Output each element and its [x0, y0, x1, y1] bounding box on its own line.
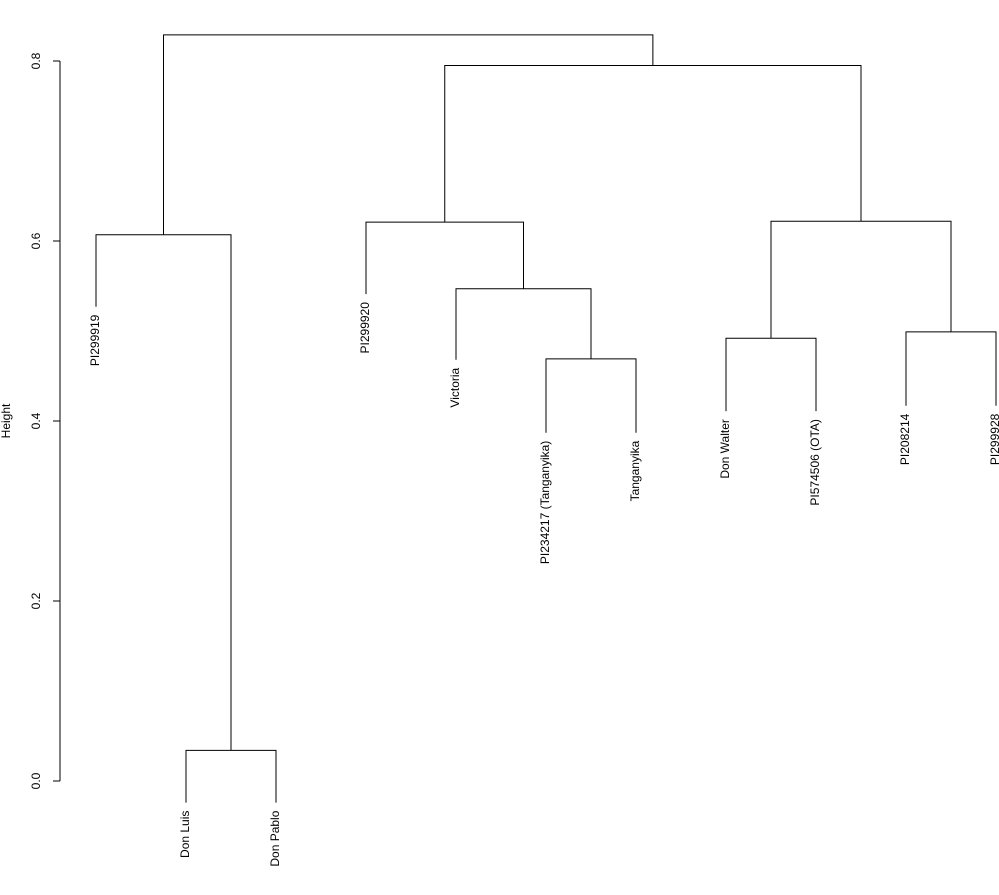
y-axis: 0.0 0.2 0.4 0.6 0.8 — [29, 52, 61, 789]
dendrogram-merge-0 — [185, 749, 277, 803]
leaf-label: Don Walter — [718, 419, 732, 479]
leaf-label: Tanganyika — [628, 440, 642, 501]
leaf-label: Don Pablo — [268, 810, 282, 866]
dendrogram-merge-8 — [444, 65, 862, 223]
leaf-label: PI299920 — [358, 302, 372, 354]
y-tick-label: 0.6 — [29, 232, 43, 249]
y-tick-label: 0.4 — [29, 412, 43, 429]
y-tick-label: 0.8 — [29, 52, 43, 69]
y-ticks: 0.0 0.2 0.4 0.6 0.8 — [29, 52, 60, 789]
dendrogram-merge-5 — [95, 234, 232, 751]
leaf-label: Victoria — [448, 367, 462, 407]
leaf-label: Don Luis — [178, 811, 192, 858]
y-tick-label: 0.2 — [29, 592, 43, 609]
dendrogram-merge-3 — [905, 331, 997, 406]
leaf-label: PI299928 — [988, 413, 999, 465]
dendrogram-merge-1 — [545, 358, 637, 433]
dendrogram-merge-7 — [770, 220, 952, 339]
y-axis-title: Height — [0, 403, 13, 438]
dendrogram-merge-6 — [365, 221, 524, 295]
leaf-label: PI574506 (OTA) — [808, 419, 822, 505]
leaf-label: PI299919 — [88, 314, 102, 366]
dendrogram-links — [95, 34, 997, 803]
dendrogram-merge-9 — [163, 34, 654, 235]
leaf-label: PI208214 — [898, 413, 912, 465]
dendrogram-merge-4 — [455, 288, 592, 360]
y-tick-label: 0.0 — [29, 772, 43, 789]
dendrogram-merge-2 — [725, 337, 817, 412]
leaf-label: PI234217 (Tanganyika) — [538, 441, 552, 564]
